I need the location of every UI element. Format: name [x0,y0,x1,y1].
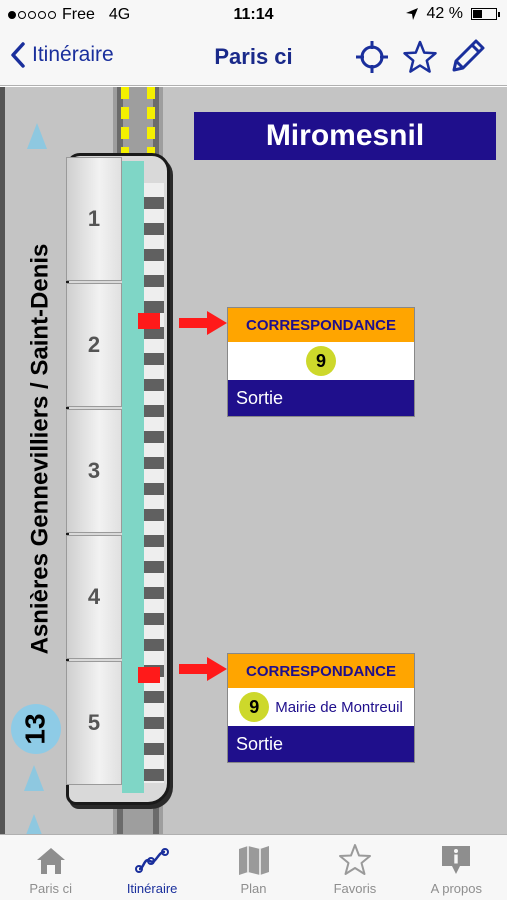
star-icon [338,844,371,875]
correspondance-arrow-icon [179,311,227,335]
tab-label: A propos [430,881,482,896]
correspondance-panel: CORRESPONDANCE 9 Mairie de Montreuil Sor… [227,653,415,763]
status-bar: Free 4G 11:14 42 % [0,0,507,30]
tab-a-propos[interactable]: A propos [406,835,507,900]
pencil-icon[interactable] [448,36,488,76]
back-button[interactable]: Itinéraire [10,42,114,68]
train-car-3[interactable]: 3 [66,409,122,533]
platform-diagram: Asnières Gennevilliers / Saint-Denis 13 … [0,87,507,834]
direction-arrow-icon [24,765,44,791]
home-icon [36,848,65,874]
train-doors [144,183,164,783]
tab-label: Favoris [333,881,377,896]
exit-door-marker [138,667,160,683]
tab-label: Plan [240,881,267,896]
correspondance-header: CORRESPONDANCE [228,308,414,342]
line-9-badge[interactable]: 9 [306,346,336,376]
tab-label: Itinéraire [126,881,178,896]
back-button-label: Itinéraire [32,43,114,66]
status-time: 11:14 [233,6,274,23]
track-marking [121,87,129,162]
line-9-badge[interactable]: 9 [239,692,270,722]
tab-favoris[interactable]: Favoris [304,835,405,900]
route-icon [135,848,170,873]
train-car-2[interactable]: 2 [66,283,122,407]
line-destination: Mairie de Montreuil [275,698,403,716]
location-arrow-icon [405,8,418,20]
info-icon [442,846,471,874]
signal-strength-icon [8,11,56,19]
correspondance-panel: CORRESPONDANCE 9 Sortie [227,307,415,417]
exit-door-marker [138,313,160,329]
train-stripe [122,161,144,793]
direction-arrow-icon [27,123,47,149]
line-13-badge: 13 [11,704,61,754]
battery-percent: 42 % [426,5,463,22]
tab-paris-ci[interactable]: Paris ci [0,835,101,900]
chevron-left-icon [11,42,25,68]
carrier-name: Free [62,6,95,23]
direction-arrow-icon [24,814,44,834]
exit-label[interactable]: Sortie [228,726,414,762]
tab-itineraire[interactable]: Itinéraire [101,835,202,900]
tab-label: Paris ci [29,881,73,896]
map-icon [238,846,269,875]
train-car-4[interactable]: 4 [66,535,122,659]
locate-icon[interactable] [354,39,390,75]
train-car-5[interactable]: 5 [66,661,122,785]
correspondance-header: CORRESPONDANCE [228,654,414,688]
battery-icon [471,8,500,20]
star-icon[interactable] [402,39,438,75]
network-type: 4G [108,6,131,23]
track-marking [147,87,155,162]
train-car-1[interactable]: 1 [66,157,122,281]
exit-label[interactable]: Sortie [228,380,414,416]
navigation-bar: Itinéraire Paris ci [0,30,507,86]
station-name: Miromesnil [194,112,496,160]
correspondance-lines: 9 Mairie de Montreuil [228,688,414,726]
correspondance-lines: 9 [228,342,414,380]
tab-bar: Paris ci Itinéraire Plan Favoris A propo… [0,834,507,900]
correspondance-arrow-icon [179,657,227,681]
platform-edge [0,87,5,834]
tab-plan[interactable]: Plan [203,835,304,900]
